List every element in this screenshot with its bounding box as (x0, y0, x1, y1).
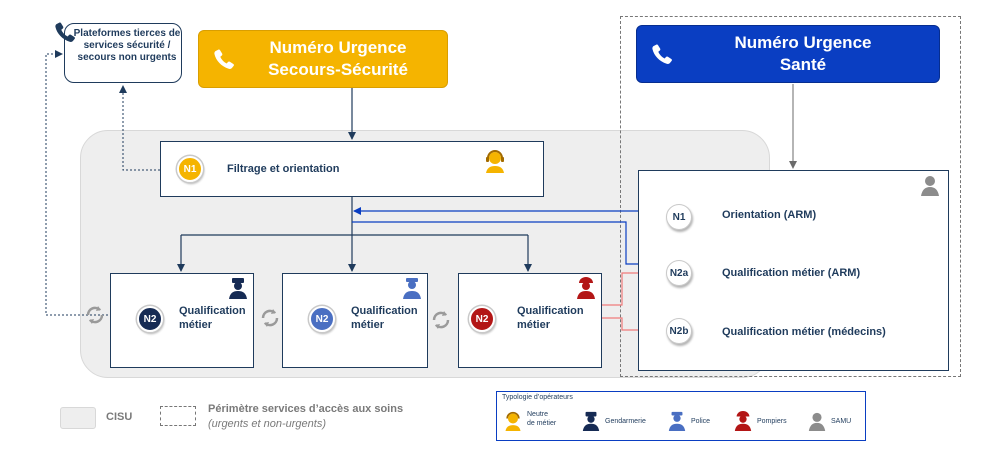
qualification-medecins-label: Qualification métier (médecins) (722, 326, 886, 338)
sante-perimeter (620, 16, 961, 377)
operator-headset-icon (486, 150, 504, 173)
firefighter-icon (577, 277, 595, 299)
n2b-badge: N2b (666, 318, 692, 344)
gendarme-icon (229, 278, 247, 299)
tiers-platform-label: Plateformes tierces de services sécurité… (73, 28, 181, 63)
gendarme-icon (582, 411, 600, 431)
police-icon (668, 411, 686, 431)
legend-perimetre-swatch (160, 406, 196, 426)
n2-badge: N2 (137, 306, 163, 332)
legend-police-label: Police (691, 418, 711, 425)
banner-sante: Numéro Urgence Santé (636, 25, 940, 83)
banner-sante-line1: Numéro Urgence (734, 33, 872, 52)
typologie-title: Typologie d’opérateurs (502, 394, 573, 401)
legend-neutre-line2: de métier (527, 420, 557, 427)
banner-sante-line2: Santé (779, 55, 827, 74)
legend-gendarmerie-label: Gendarmerie (605, 418, 646, 425)
cycle-arrows-icon (86, 306, 104, 324)
legend-cisu-swatch (60, 407, 96, 429)
qualification-arm-label: Qualification métier (ARM) (722, 267, 861, 279)
qualification-line2: métier (179, 319, 213, 331)
phone-icon (55, 22, 75, 42)
samu-icon (921, 176, 939, 196)
qualification-police-box: N2 Qualification métier (282, 273, 428, 368)
typologie-legend: Typologie d’opérateurs Neutre de métier … (496, 391, 866, 441)
legend-perimetre-subtitle: (urgents et non-urgents) (208, 418, 327, 430)
banner-secours-line1: Numéro Urgence (269, 38, 407, 57)
qualification-line1: Qualification (517, 305, 584, 317)
phone-icon (214, 49, 234, 69)
qualification-pompiers-box: N2 Qualification métier (458, 273, 602, 368)
tiers-platform-box: Plateformes tierces de services sécurité… (64, 23, 182, 83)
legend-neutre-line1: Neutre (527, 411, 549, 418)
n2-badge: N2 (469, 306, 495, 332)
qualification-line2: métier (517, 319, 551, 331)
legend-cisu-label: CISU (106, 411, 133, 423)
orientation-arm-label: Orientation (ARM) (722, 209, 817, 221)
operator-headset-icon (505, 411, 521, 431)
cycle-arrows-icon (432, 311, 450, 329)
legend-perimetre-title: Périmètre services d’accès aux soins (208, 403, 404, 415)
filtrage-label: Filtrage et orientation (227, 163, 340, 175)
qualification-line1: Qualification (179, 305, 246, 317)
samu-icon (808, 412, 826, 431)
banner-secours-line2: Secours-Sécurité (268, 60, 408, 79)
filtrage-box: N1 Filtrage et orientation (160, 141, 544, 197)
firefighter-icon (734, 411, 752, 431)
banner-secours-securite: Numéro Urgence Secours-Sécurité (198, 30, 448, 88)
n2a-badge: N2a (666, 260, 692, 286)
qualification-line1: Qualification (351, 305, 418, 317)
legend-pompiers-label: Pompiers (757, 418, 787, 425)
cycle-arrows-icon (261, 309, 279, 327)
legend-samu-label: SAMU (831, 418, 852, 425)
police-icon (403, 278, 421, 299)
n1-sante-badge: N1 (666, 204, 692, 230)
n2-badge: N2 (309, 306, 335, 332)
phone-icon (652, 44, 672, 64)
qualification-line2: métier (351, 319, 385, 331)
n1-badge: N1 (177, 156, 203, 182)
qualification-gendarmerie-box: N2 Qualification métier (110, 273, 254, 368)
